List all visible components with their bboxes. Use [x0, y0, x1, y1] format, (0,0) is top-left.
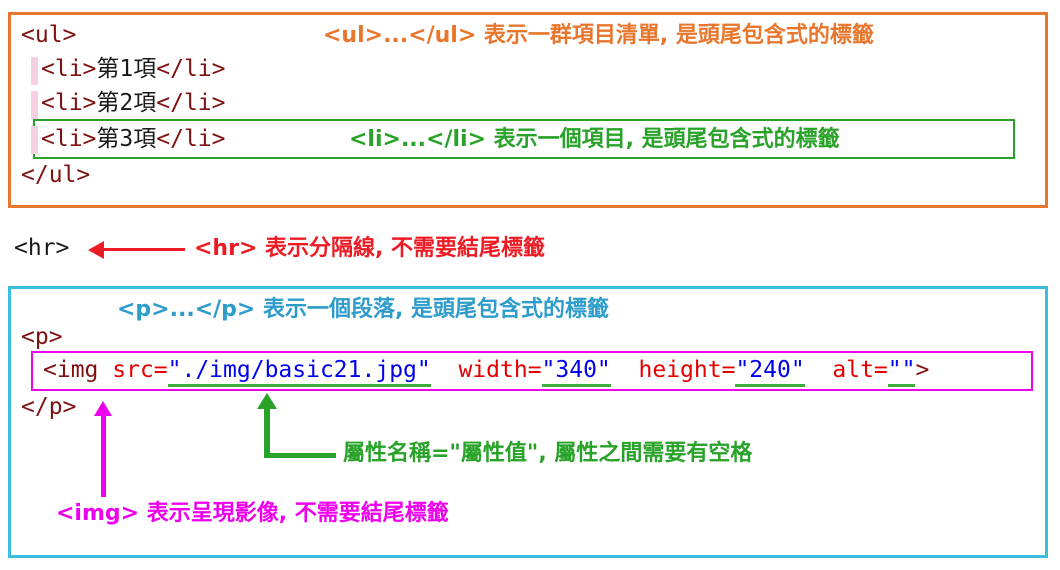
code-token: 第2項: [96, 90, 157, 116]
code-line-p-close: </p>: [21, 393, 76, 421]
code-line-hr: <hr>: [14, 234, 69, 262]
code-line-li-1: <li>第1項</li>: [41, 55, 226, 83]
code-line-ul-close: </ul>: [21, 161, 90, 189]
code-token: </ul>: [21, 162, 91, 188]
attr-arrow-hline: [264, 453, 336, 458]
indent-guide: [31, 57, 38, 85]
attr-arrow-vline: [264, 408, 270, 458]
ul-code-frame: <ul> <ul>...</ul> 表示一群項目清單, 是頭尾包含式的標籤 <l…: [8, 12, 1048, 208]
code-token: 第1項: [96, 56, 157, 82]
code-line-img: <img src="./img/basic21.jpg" width="340"…: [43, 356, 930, 387]
code-token: "": [887, 357, 916, 387]
code-token: <li>: [41, 90, 97, 116]
code-line-p-open: <p>: [21, 323, 63, 351]
code-token: width=: [458, 357, 542, 383]
code-token: <ul>: [21, 22, 77, 48]
code-token: src=: [112, 357, 168, 383]
code-line-ul-open: <ul>: [21, 21, 76, 49]
code-token: "240": [735, 357, 805, 387]
code-token: "340": [541, 357, 611, 387]
ul-tag-annotation: <ul>...</ul> 表示一群項目清單, 是頭尾包含式的標籤: [323, 23, 874, 48]
code-token: <hr>: [14, 235, 70, 261]
code-token: <li>: [41, 56, 97, 82]
attr-annotation: 屬性名稱="屬性值", 屬性之間需要有空格: [343, 441, 753, 466]
p-code-frame: <p>...</p> 表示一個段落, 是頭尾包含式的標籤 <p> <img sr…: [8, 286, 1048, 558]
hr-arrowhead-icon: [88, 241, 104, 259]
code-token: </li>: [156, 126, 226, 152]
img-arrowhead-icon: [94, 401, 112, 416]
li-tag-annotation: <li>...</li> 表示一個項目, 是頭尾包含式的標籤: [349, 127, 840, 152]
indent-guide: [31, 91, 38, 119]
code-token: </p>: [21, 394, 77, 420]
code-token: "./img/basic21.jpg": [167, 357, 431, 387]
code-token: height=: [638, 357, 736, 383]
code-line-li-2: <li>第2項</li>: [41, 89, 226, 117]
img-tag-annotation: <img> 表示呈現影像, 不需要結尾標籤: [56, 501, 449, 526]
code-token: [805, 357, 833, 383]
indent-guide: [31, 126, 38, 154]
code-token: >: [915, 357, 930, 383]
code-token: <img: [43, 357, 113, 383]
code-token: [431, 357, 459, 383]
code-token: <li>: [41, 126, 97, 152]
img-highlight-box: [31, 351, 1033, 391]
code-token: [611, 357, 639, 383]
code-token: </li>: [156, 56, 226, 82]
img-arrow-line: [101, 415, 106, 497]
hr-arrow-line: [103, 248, 185, 251]
hr-tag-annotation: <hr> 表示分隔線, 不需要結尾標籤: [194, 236, 546, 261]
code-token: </li>: [156, 90, 226, 116]
code-line-li-3: <li>第3項</li>: [41, 125, 226, 153]
code-token: <p>: [21, 324, 63, 350]
code-token: 第3項: [96, 126, 157, 152]
code-token: alt=: [832, 357, 888, 383]
attr-arrowhead-icon: [257, 393, 277, 409]
p-tag-annotation: <p>...</p> 表示一個段落, 是頭尾包含式的標籤: [117, 297, 610, 322]
